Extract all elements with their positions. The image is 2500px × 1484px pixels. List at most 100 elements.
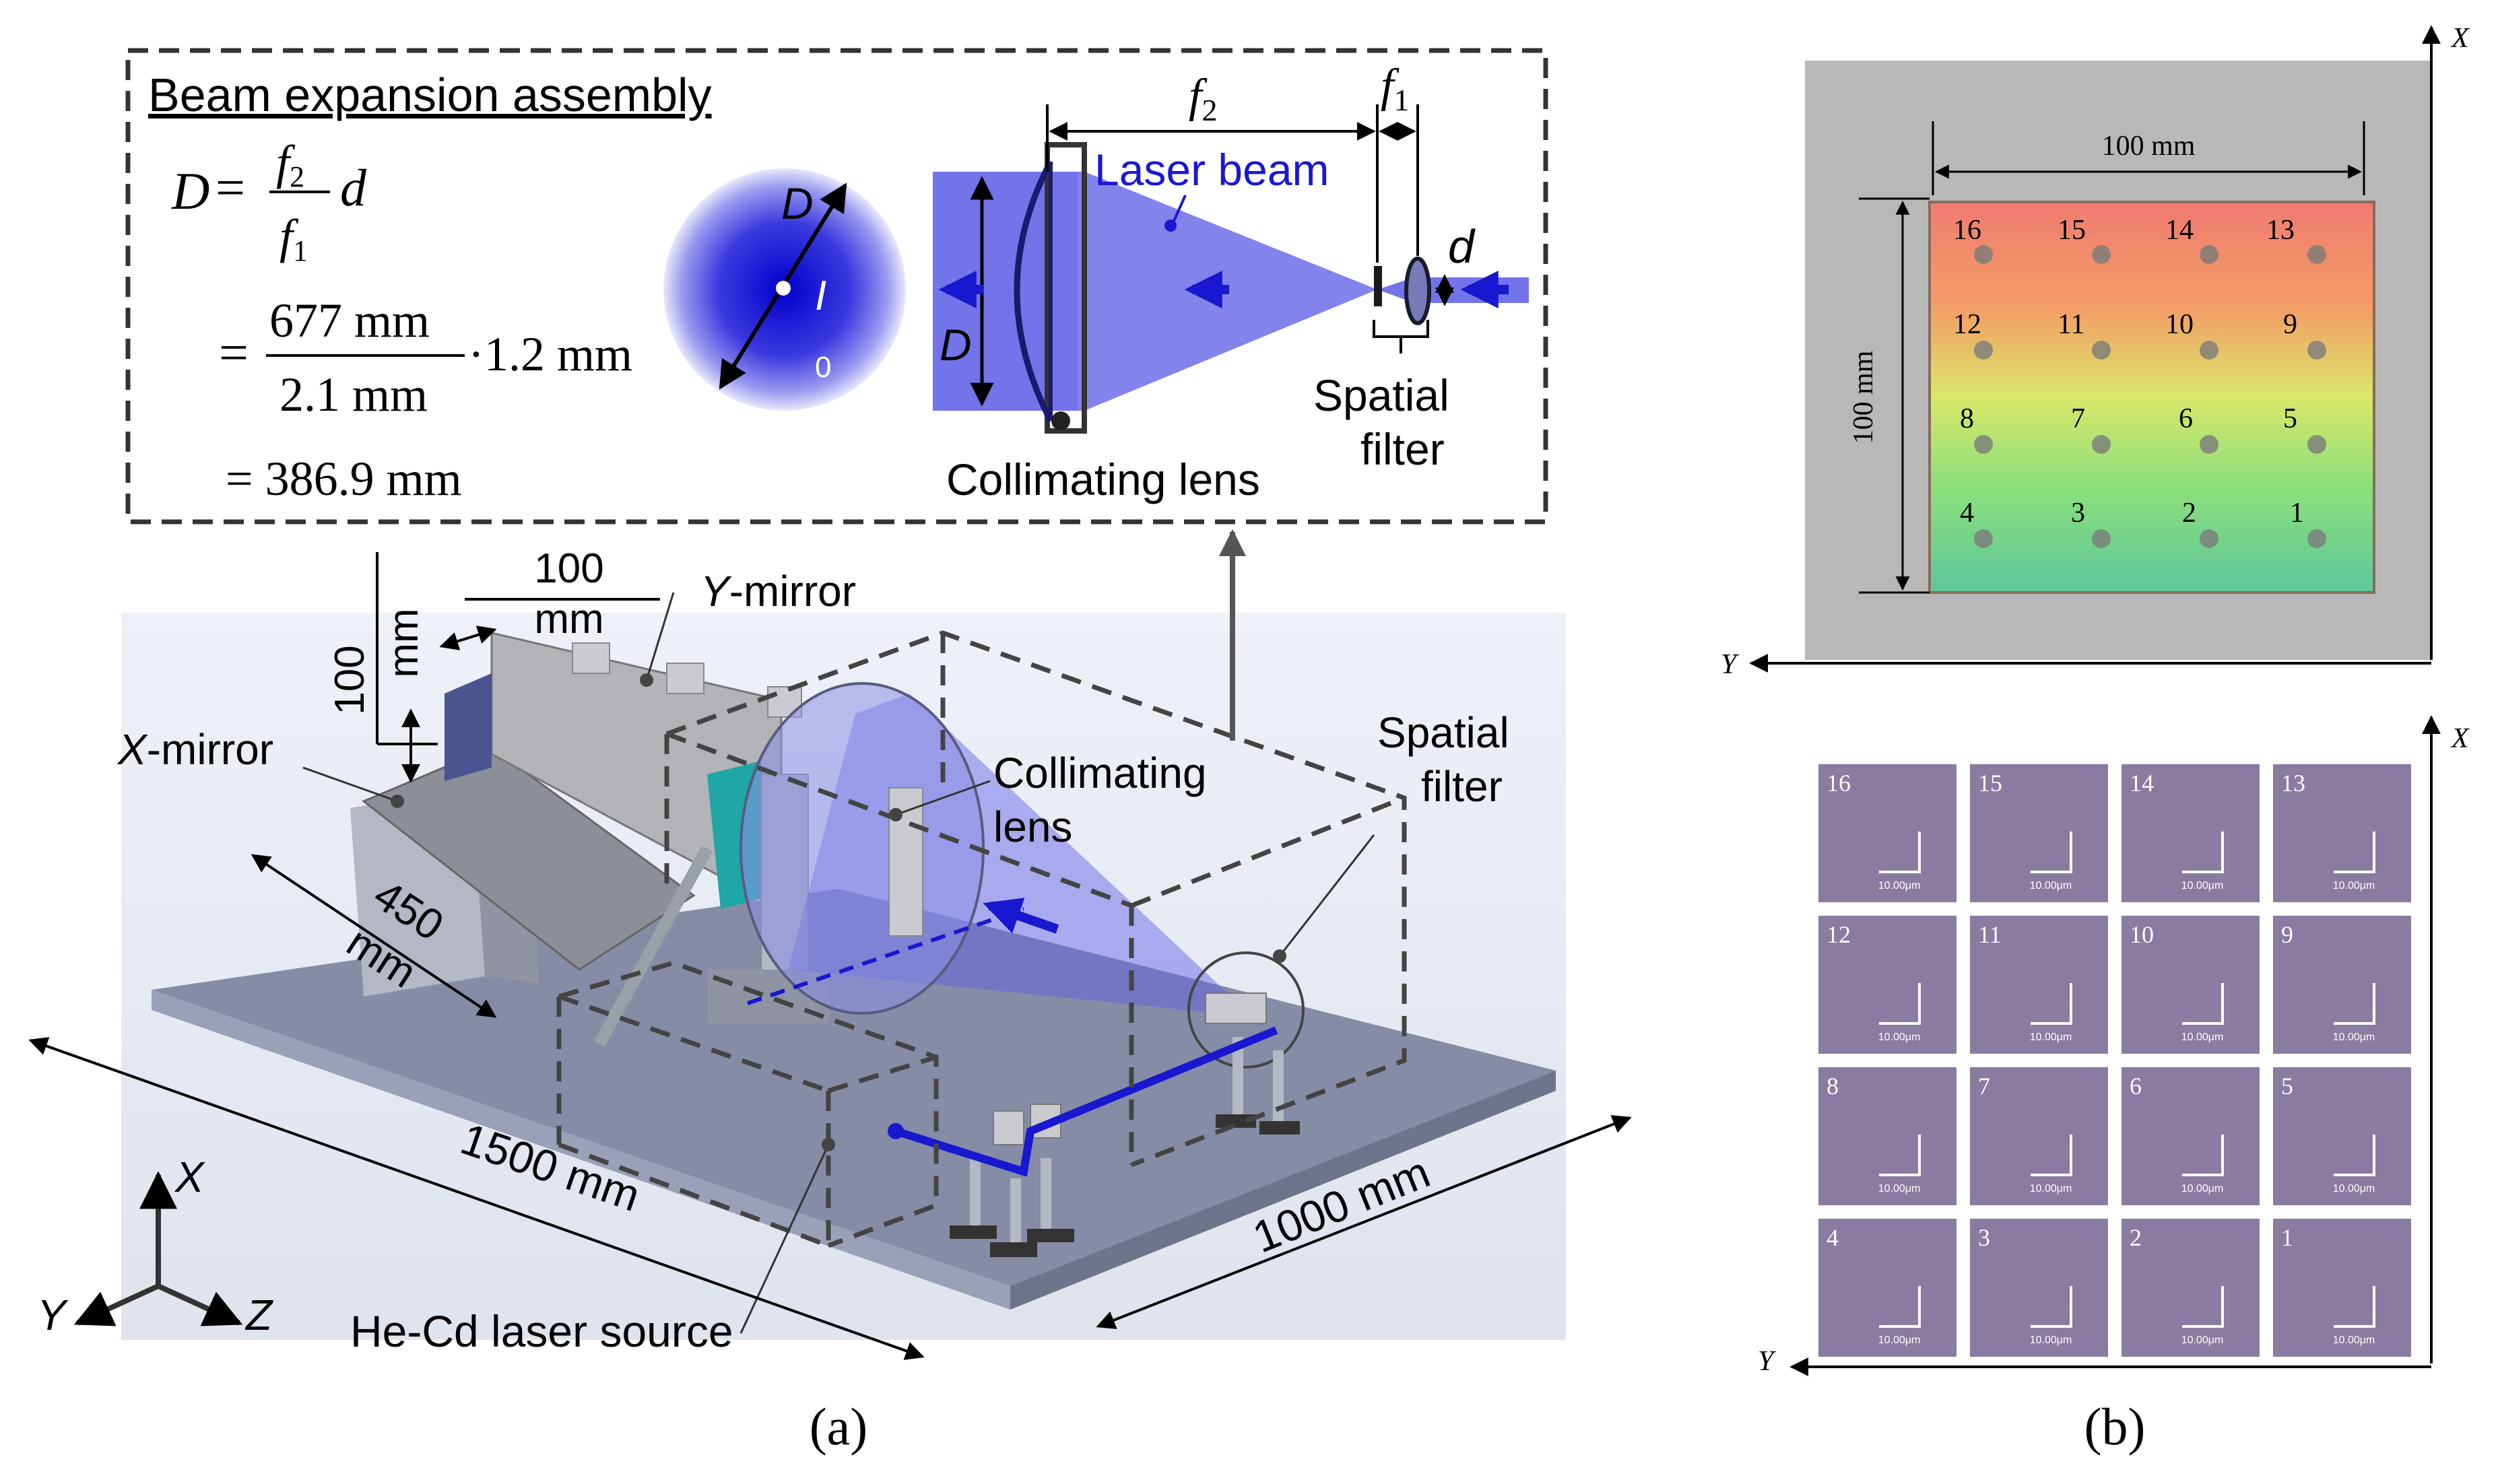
lens-pivot bbox=[1051, 411, 1070, 430]
laser-beam-leader-dot bbox=[1164, 220, 1177, 232]
photo-width-label: 100 mm bbox=[2102, 131, 2196, 162]
support-rod bbox=[594, 845, 713, 1047]
leader-dot bbox=[1273, 949, 1286, 963]
y-mirror-back-panel bbox=[445, 673, 492, 781]
micro-tile-label: 9 bbox=[2281, 921, 2293, 948]
post-base bbox=[1027, 1229, 1074, 1242]
photo-cell-label: 14 bbox=[2165, 215, 2194, 246]
post-base bbox=[1259, 1121, 1300, 1135]
collimating-lens-label-1: Collimating bbox=[993, 749, 1207, 797]
micro-tile-label: 6 bbox=[2130, 1073, 2142, 1100]
circle-i-label: I bbox=[815, 273, 826, 319]
scale-bar-label: 10.00μm bbox=[2030, 1183, 2072, 1194]
micro-tile-label: 4 bbox=[1827, 1224, 1839, 1251]
scale-bar-label: 10.00μm bbox=[1878, 1183, 1921, 1194]
micro-tile bbox=[2121, 1067, 2260, 1205]
dim-100-horizontal-unit: mm bbox=[534, 596, 603, 642]
micro-tile-label: 10 bbox=[2130, 921, 2154, 948]
panel-a-caption: (a) bbox=[810, 1397, 868, 1456]
scale-bar-label: 10.00μm bbox=[2333, 1183, 2375, 1194]
dim-100-horizontal-value: 100 bbox=[534, 545, 603, 592]
micro-tile-label: 8 bbox=[1827, 1073, 1839, 1100]
post bbox=[1041, 1158, 1051, 1232]
scale-bar bbox=[2182, 832, 2224, 873]
hologram-plate bbox=[1928, 201, 2375, 594]
axis-z-label: Z bbox=[244, 1291, 273, 1339]
beam-arrow bbox=[983, 898, 1059, 934]
micro-tile-label: 3 bbox=[1978, 1224, 1990, 1251]
micro-tile bbox=[2121, 764, 2260, 902]
scale-bar-label: 10.00μm bbox=[1878, 1032, 1921, 1043]
spatial-filter-highlight bbox=[1187, 951, 1305, 1069]
scale-bar bbox=[2031, 1135, 2072, 1176]
micro-tiles: 1610.00μm1510.00μm1410.00μm1310.00μm1210… bbox=[1818, 764, 2411, 1357]
collimating-lens-disc bbox=[739, 682, 985, 1015]
dim-100-vertical-unit: mm bbox=[381, 608, 427, 677]
eq-f2: f2 bbox=[276, 135, 304, 193]
scale-bar bbox=[1879, 983, 1921, 1025]
eq-multiplier: ·1.2 mm bbox=[468, 327, 632, 381]
photo-axis-y-label: Y bbox=[1721, 649, 1740, 680]
scale-bar bbox=[2182, 983, 2224, 1025]
micro-tile-label: 16 bbox=[1827, 770, 1851, 797]
scale-bar-label: 10.00μm bbox=[2333, 880, 2375, 891]
eq-d-symbol: D bbox=[171, 162, 209, 220]
photo-cell-label: 16 bbox=[1953, 215, 1981, 246]
scale-bar bbox=[2031, 832, 2072, 873]
eq-equals: = bbox=[216, 158, 245, 217]
post-base bbox=[990, 1242, 1037, 1257]
beam-d-label: D bbox=[940, 320, 972, 370]
leader-dot bbox=[391, 795, 404, 808]
micro-tile bbox=[1970, 764, 2108, 902]
photo-height-label: 100 mm bbox=[1848, 350, 1879, 444]
panel-b-caption: (b) bbox=[2084, 1397, 2146, 1456]
micro-tile bbox=[1970, 1219, 2108, 1357]
scale-bar-label: 10.00μm bbox=[1878, 880, 1921, 891]
micro-axis-y-label: Y bbox=[1758, 1346, 1777, 1377]
eq-result: = 386.9 mm bbox=[226, 452, 462, 506]
photo-cell-label: 15 bbox=[2058, 215, 2086, 246]
laser-source-label: He-Cd laser source bbox=[350, 1306, 733, 1356]
post-base bbox=[950, 1225, 997, 1239]
spatial-filter-label-1: Spatial bbox=[1377, 708, 1509, 757]
scale-bar bbox=[2334, 1135, 2375, 1176]
eq-equals-2: = bbox=[219, 323, 249, 382]
scale-bar-label: 10.00μm bbox=[2030, 880, 2072, 891]
micro-tile-label: 11 bbox=[1978, 921, 2002, 948]
scale-bar bbox=[2182, 1135, 2224, 1176]
inset-spatial-label-1: Spatial bbox=[1313, 370, 1449, 420]
micro-tile bbox=[1818, 916, 1956, 1054]
equation: D = f2 f1 d = 677 mm 2.1 mm ·1.2 mm = 38… bbox=[171, 135, 632, 506]
photo-cell-label: 5 bbox=[2283, 403, 2297, 434]
micro-tile bbox=[1818, 1067, 1956, 1205]
hologram-photo-panel: 100 mm 100 mm X Y 16 15 14 13 12 11 10 9… bbox=[1721, 23, 2470, 680]
scale-bar bbox=[2334, 1286, 2375, 1328]
dimension-lines bbox=[28, 552, 1632, 1360]
photo-grid: 16 15 14 13 12 11 10 9 8 7 6 5 4 3 2 1 bbox=[1953, 215, 2326, 548]
eq-small-d: d bbox=[340, 158, 367, 217]
inset-title: Beam expansion assembly bbox=[148, 69, 712, 121]
micro-tile bbox=[2273, 1067, 2411, 1205]
laser-beam-leader bbox=[1171, 195, 1187, 226]
scale-bar bbox=[2182, 1286, 2224, 1328]
small-d-label: d bbox=[1448, 220, 1476, 273]
scale-bar bbox=[2334, 832, 2375, 873]
inset-collimating-label: Collimating lens bbox=[946, 454, 1260, 504]
scale-bar bbox=[1879, 832, 1921, 873]
micro-tile-label: 1 bbox=[2281, 1224, 2293, 1251]
scale-bar-label: 10.00μm bbox=[2030, 1335, 2072, 1346]
micro-tile bbox=[2273, 1219, 2411, 1357]
lens-bracket bbox=[1045, 142, 1087, 434]
laser-beam-path bbox=[894, 1026, 1278, 1177]
laser-output-dot bbox=[888, 1123, 904, 1139]
leader-dot bbox=[822, 1138, 835, 1151]
micro-tile bbox=[1970, 1067, 2108, 1205]
post bbox=[1010, 1178, 1021, 1242]
circle-0-label: 0 bbox=[815, 351, 831, 384]
photo-cell-label: 3 bbox=[2071, 498, 2085, 529]
eq-numerator: 677 mm bbox=[269, 294, 430, 347]
micro-tile-label: 14 bbox=[2130, 770, 2154, 797]
scale-bar-label: 10.00μm bbox=[2333, 1335, 2375, 1346]
post bbox=[970, 1158, 981, 1232]
